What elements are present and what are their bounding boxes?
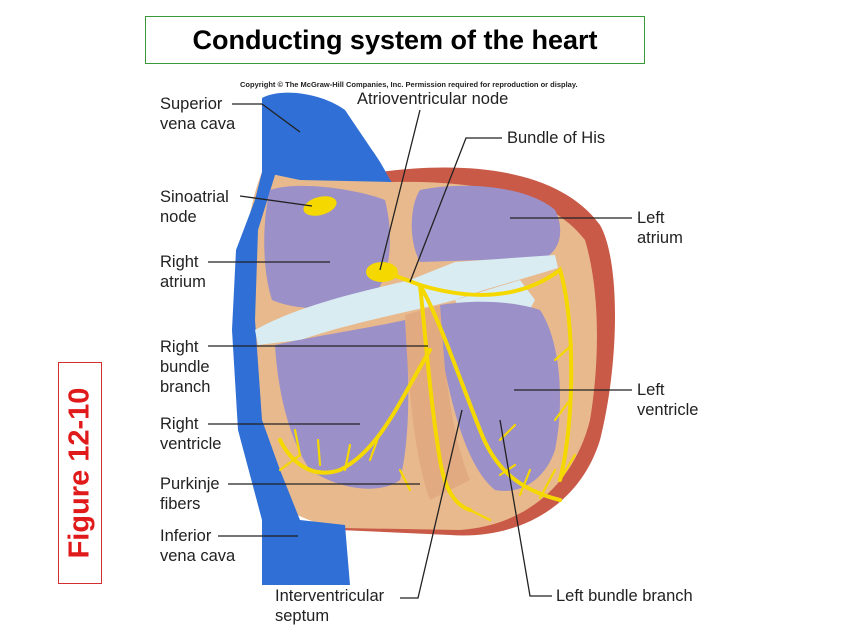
leader-left-bundle-branch bbox=[499, 419, 552, 597]
label-purkinje-fibers: Purkinje fibers bbox=[160, 474, 220, 514]
leader-atrioventricular-node bbox=[379, 109, 421, 271]
label-atrioventricular-node: Atrioventricular node bbox=[357, 90, 509, 108]
label-left-atrium: Left atrium bbox=[637, 208, 683, 248]
label-line: atrium bbox=[160, 273, 206, 291]
superior-vena-cava bbox=[262, 92, 392, 182]
label-interventricular-septum: Interventricular septum bbox=[275, 586, 384, 626]
label-right-ventricle: Right ventricle bbox=[160, 414, 221, 454]
left-atrium-chamber bbox=[411, 185, 561, 262]
label-line: ventricle bbox=[160, 435, 222, 453]
copyright-notice: Copyright © The McGraw-Hill Companies, I… bbox=[240, 80, 578, 89]
label-right-bundle-branch: Right bundle branch bbox=[160, 337, 210, 397]
label-bundle-of-his: Bundle of His bbox=[507, 129, 606, 147]
av-node-shape bbox=[366, 262, 398, 282]
label-line: Left bbox=[637, 209, 665, 227]
leader-bundle-of-his bbox=[409, 137, 502, 283]
label-line: Right bbox=[160, 415, 199, 433]
right-side-vena-wall bbox=[232, 98, 350, 585]
label-line: node bbox=[160, 208, 197, 226]
label-right-atrium: Right atrium bbox=[160, 252, 206, 292]
title-box: Conducting system of the heart bbox=[145, 16, 645, 64]
label-line: Sinoatrial bbox=[160, 188, 229, 206]
valve-plane bbox=[255, 255, 558, 345]
label-line: bundle bbox=[160, 358, 210, 376]
label-line: Right bbox=[160, 253, 199, 271]
label-line: vena cava bbox=[160, 115, 236, 133]
label-line: septum bbox=[275, 607, 330, 625]
label-line: Left bbox=[637, 381, 665, 399]
label-line: atrium bbox=[637, 229, 683, 247]
figure-label-box bbox=[58, 362, 102, 584]
label-line: Interventricular bbox=[275, 587, 385, 605]
label-line: ventricle bbox=[637, 401, 699, 419]
label-sinoatrial-node: Sinoatrial node bbox=[160, 187, 229, 227]
sinoatrial-node-shape bbox=[303, 196, 337, 216]
label-inferior-vena-cava: Inferior vena cava bbox=[160, 526, 235, 566]
label-left-ventricle: Left ventricle bbox=[637, 380, 698, 420]
label-line: branch bbox=[160, 378, 211, 396]
right-atrium-chamber bbox=[264, 185, 390, 309]
left-ventricle-chamber bbox=[440, 301, 560, 491]
interventricular-septum-wall bbox=[405, 305, 470, 500]
leader-interventricular-septum bbox=[400, 409, 463, 599]
label-line: vena cava bbox=[160, 547, 236, 565]
label-superior-vena-cava: Superior vena cava bbox=[160, 94, 235, 134]
label-line: Inferior bbox=[160, 527, 212, 545]
page-title: Conducting system of the heart bbox=[192, 24, 598, 55]
label-line: fibers bbox=[160, 495, 201, 513]
label-line: Right bbox=[160, 338, 199, 356]
leader-superior-vena-cava-2 bbox=[261, 103, 301, 133]
leader-sinoatrial-node bbox=[239, 195, 313, 207]
label-line: Superior bbox=[160, 95, 223, 113]
label-line: Purkinje bbox=[160, 475, 220, 493]
label-left-bundle-branch: Left bundle branch bbox=[556, 587, 693, 605]
